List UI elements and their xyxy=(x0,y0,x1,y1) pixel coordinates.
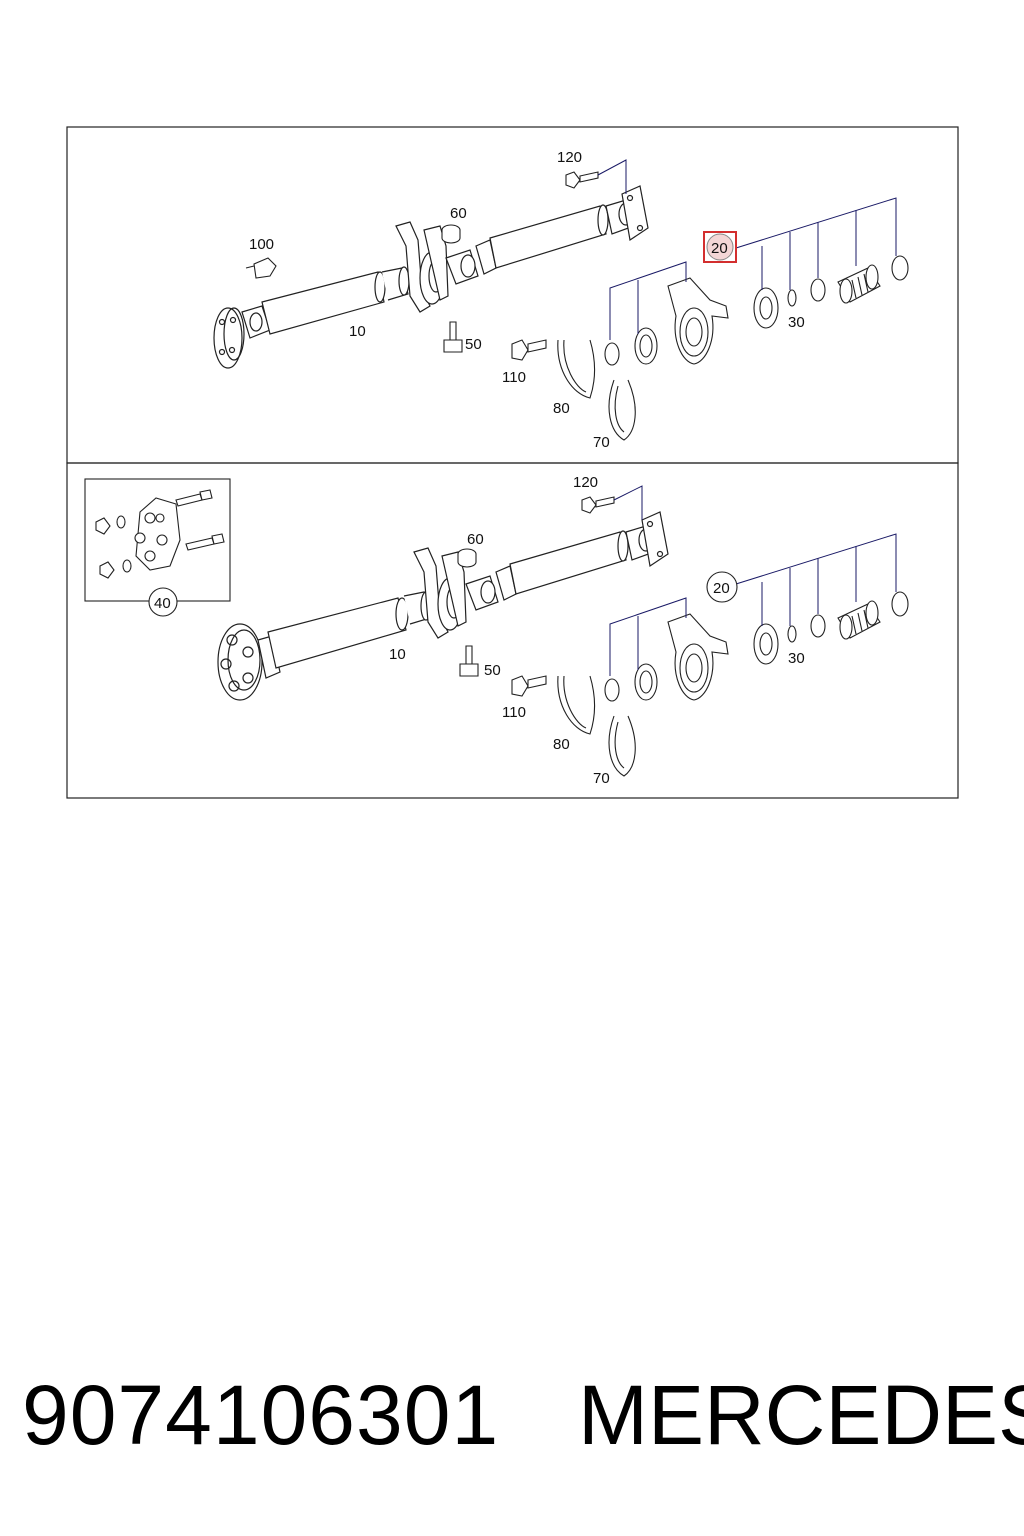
propeller-shaft-top xyxy=(213,185,649,369)
callout-40[interactable] xyxy=(148,587,178,617)
bolt-120-top xyxy=(565,171,599,189)
bottom-panel: 40 xyxy=(66,462,959,799)
label-80-top: 80 xyxy=(553,400,570,417)
leader-lines-top xyxy=(597,159,897,340)
label-30-top: 30 xyxy=(788,314,805,331)
highlight-box xyxy=(703,231,737,263)
bolt-50-top xyxy=(443,321,463,353)
label-10-bottom: 10 xyxy=(389,646,406,663)
label-110-top: 110 xyxy=(502,369,526,386)
bushing-60-top xyxy=(441,224,461,244)
bolt-110-bottom xyxy=(511,675,547,697)
callout-20-bottom[interactable] xyxy=(706,571,738,603)
label-100-top: 100 xyxy=(249,236,274,253)
label-120-bottom: 120 xyxy=(573,474,598,491)
bushing-60-bottom xyxy=(457,548,477,568)
parts-diagram: 120 60 100 10 50 110 80 70 20 30 xyxy=(66,126,959,799)
label-70-bottom: 70 xyxy=(593,770,610,787)
leader-lines-bottom xyxy=(609,485,897,676)
part-number: 9074106301 xyxy=(22,1368,500,1462)
bolt-110-top xyxy=(511,339,547,361)
label-60-bottom: 60 xyxy=(467,531,484,548)
propeller-shaft-bottom xyxy=(217,511,669,701)
label-60-top: 60 xyxy=(450,205,467,222)
label-70-top: 70 xyxy=(593,434,610,451)
label-50-top: 50 xyxy=(465,336,482,353)
label-40: 40 xyxy=(154,595,171,612)
callout-20-top[interactable] xyxy=(706,233,734,261)
label-20-bottom: 20 xyxy=(713,580,730,597)
strap-70-bottom xyxy=(608,715,636,777)
top-panel: 120 60 100 10 50 110 80 70 20 30 xyxy=(66,126,959,464)
bearing-kit-top xyxy=(604,255,909,366)
strap-80-top xyxy=(557,339,596,399)
bolt-120-bottom xyxy=(581,496,615,514)
product-caption: 9074106301 MERCEDES xyxy=(0,1360,1024,1470)
label-80-bottom: 80 xyxy=(553,736,570,753)
brand-name: MERCEDES xyxy=(578,1368,1024,1462)
label-20-top: 20 xyxy=(711,240,728,257)
label-10-top: 10 xyxy=(349,323,366,340)
label-30-bottom: 30 xyxy=(788,650,805,667)
label-120-top: 120 xyxy=(557,149,582,166)
bolt-50-bottom xyxy=(459,645,479,677)
flex-disc-inset: 40 xyxy=(84,478,231,617)
label-50-bottom: 50 xyxy=(484,662,501,679)
nut-100-top xyxy=(245,257,277,279)
bearing-kit-bottom xyxy=(604,591,909,702)
label-110-bottom: 110 xyxy=(502,704,526,721)
strap-80-bottom xyxy=(557,675,596,735)
strap-70-top xyxy=(608,379,636,441)
